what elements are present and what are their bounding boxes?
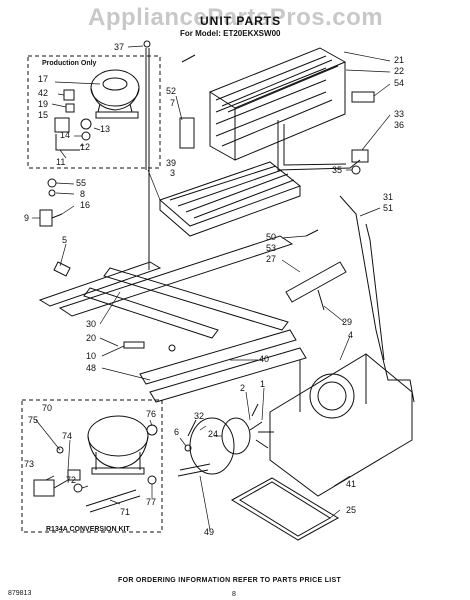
callout-label: 52 <box>166 86 177 96</box>
callout-label: 50 <box>266 232 277 242</box>
page-number: 8 <box>232 591 236 598</box>
callout-label: 10 <box>86 351 97 361</box>
callout-label: 55 <box>76 178 87 188</box>
callout-label: 37 <box>114 42 125 52</box>
callout-label: 19 <box>38 99 49 109</box>
callout-label: 4 <box>348 330 354 340</box>
callout-label: 54 <box>394 78 405 88</box>
machine-compartment-bracket <box>269 353 413 497</box>
callout-label: 20 <box>86 333 97 343</box>
fan-motor-assembly <box>177 403 274 477</box>
callout-label: 7 <box>170 98 176 108</box>
production-only-box <box>27 55 161 169</box>
callout-label: 31 <box>383 192 394 202</box>
document-number: 879813 <box>8 590 32 597</box>
callout-label: 40 <box>259 354 270 364</box>
callout-label: 29 <box>342 317 353 327</box>
callout-label: 9 <box>24 213 30 223</box>
callout-label: 8 <box>80 189 86 199</box>
conversion-kit-box <box>21 399 163 533</box>
evaporator-coil <box>159 161 302 237</box>
compressor-conversion-kit <box>87 415 149 475</box>
callout-label: 76 <box>146 409 157 419</box>
callout-label: 15 <box>38 110 49 120</box>
production-only-label: Production Only <box>42 60 97 67</box>
ordering-note: FOR ORDERING INFORMATION REFER TO PARTS … <box>118 577 342 584</box>
page-title: UNIT PARTS <box>200 14 282 28</box>
callout-label: 39 <box>166 158 177 168</box>
callout-label: 14 <box>60 130 71 140</box>
callout-label: 6 <box>174 427 180 437</box>
callout-label: 11 <box>56 157 66 167</box>
callout-label: 17 <box>38 74 49 84</box>
compressor-production <box>90 69 140 119</box>
callout-label: 35 <box>332 165 343 175</box>
callout-label: 25 <box>346 505 357 515</box>
callout-label: 3 <box>170 168 176 178</box>
callout-label: 12 <box>80 142 91 152</box>
callout-label: 48 <box>86 363 97 373</box>
callout-label: 42 <box>38 88 49 98</box>
callout-label: 1 <box>260 379 266 389</box>
callout-label: 72 <box>66 475 77 485</box>
callout-label: 77 <box>146 497 157 507</box>
callout-label: 49 <box>204 527 215 537</box>
callout-label: 16 <box>80 200 91 210</box>
callout-label: 2 <box>240 383 246 393</box>
callout-label: 30 <box>86 319 97 329</box>
callout-label: 27 <box>266 254 277 264</box>
conversion-kit-label: R134A CONVERSION KIT <box>46 526 130 533</box>
callout-label: 70 <box>42 403 53 413</box>
callout-label: 71 <box>120 507 131 517</box>
callout-label: 53 <box>266 243 277 253</box>
callout-label: 22 <box>394 66 405 76</box>
watermark: AppliancePartsPros.com <box>88 4 384 31</box>
frame-rails <box>38 235 294 339</box>
callout-label: 41 <box>346 479 357 489</box>
callout-label: 13 <box>100 124 111 134</box>
callout-label: 32 <box>194 411 205 421</box>
callout-label: 73 <box>24 459 35 469</box>
callout-label: 24 <box>208 429 219 439</box>
callout-label: 74 <box>62 431 73 441</box>
condenser-coil <box>208 47 347 161</box>
model-subtitle: For Model: ET20EKXSW00 <box>180 29 281 38</box>
callout-label: 5 <box>62 235 68 245</box>
callout-label: 33 <box>394 109 405 119</box>
callout-label: 51 <box>383 203 394 213</box>
callout-label: 36 <box>394 120 405 130</box>
callout-label: 21 <box>394 55 405 65</box>
callout-label: 75 <box>28 415 39 425</box>
